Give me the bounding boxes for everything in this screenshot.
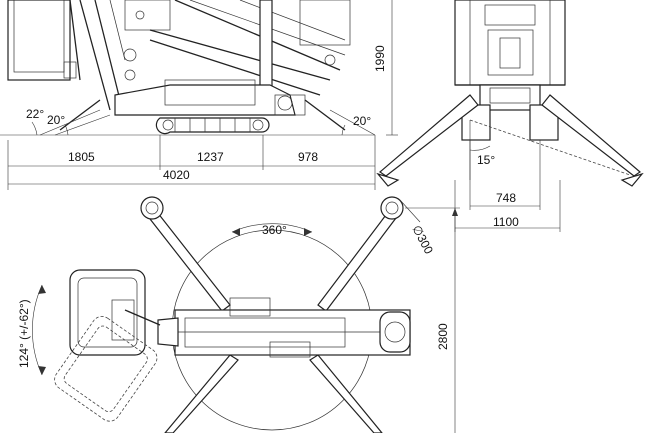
basket-rotation-label: 124° (+/-62°) [17,299,31,368]
basket-side [7,0,71,81]
width-1100-label: 1100 [493,215,519,229]
angle-20-right-label: 20° [353,114,371,128]
front-view: 15° 748 1100 [376,0,644,232]
top-view: 360° ∅300 124° [17,196,460,433]
dim-4020-label: 4020 [163,168,190,182]
basket-top [69,269,146,356]
angle-22-label: 22° [26,107,44,121]
pad-top-right [380,196,404,220]
height-label: 1990 [373,45,387,72]
width-748-label: 748 [496,191,516,205]
pad-diameter-label: ∅300 [409,223,436,257]
side-view: 22° 20° 20° 1990 1805 1237 978 4020 [0,0,398,190]
pad-top-left [140,196,164,220]
angle-15-label: 15° [477,153,495,167]
span-2800-label: 2800 [436,323,450,350]
dim-978-label: 978 [298,150,318,164]
dim-1237-label: 1237 [197,150,224,164]
rotation-360-label: 360° [262,223,287,237]
dim-1805-label: 1805 [68,150,95,164]
angle-20-left-label: 20° [47,113,65,127]
